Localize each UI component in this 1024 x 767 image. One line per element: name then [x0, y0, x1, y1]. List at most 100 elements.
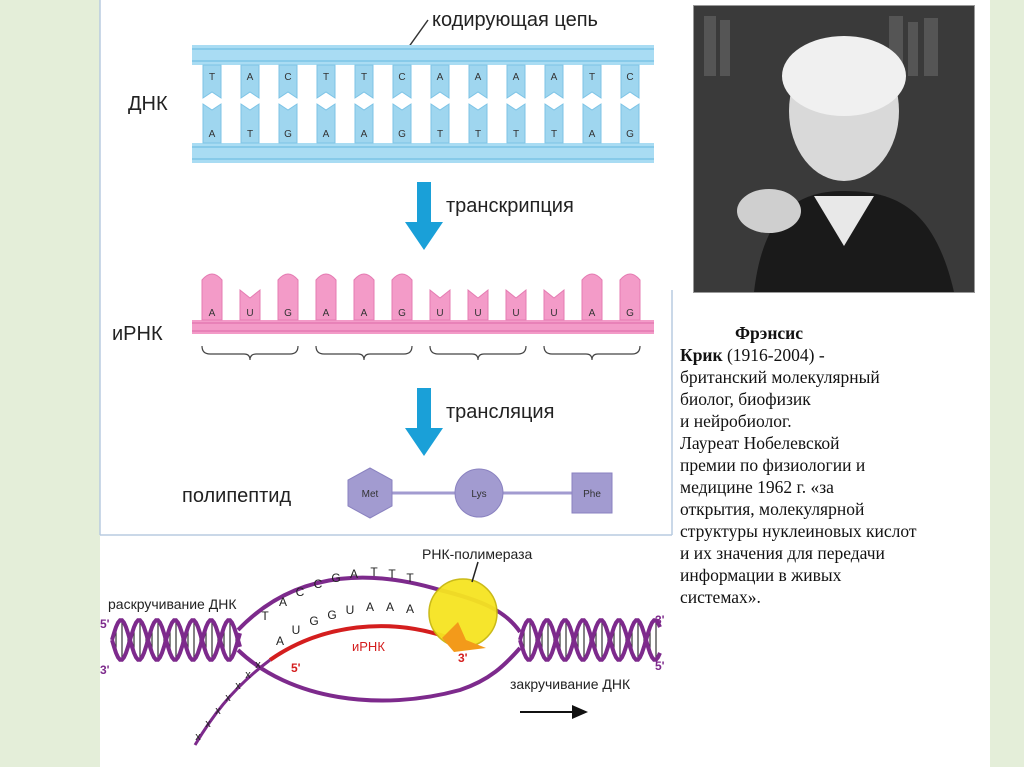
bio-line: Лауреат Нобелевской: [680, 432, 990, 454]
codon-braces: [202, 346, 640, 360]
coding-strand-bottom: [238, 648, 520, 701]
bio-surname: Крик: [680, 345, 723, 365]
template-letter: T: [406, 571, 414, 585]
dna-top-base-letter: T: [323, 72, 329, 83]
bio-text: Фрэнсис Крик (1916-2004) - британский мо…: [680, 322, 990, 608]
single-strand-tail: [195, 660, 270, 745]
mrna-strand: [192, 320, 654, 334]
dna-top-base-letter: T: [361, 72, 367, 83]
tail-base-mark: x: [215, 705, 221, 717]
tail-base-mark: x: [255, 659, 261, 671]
bio-surname-line: Крик (1916-2004) -: [680, 344, 990, 366]
amino-acid-lys-label: Lys: [471, 489, 486, 500]
mrna-base-letter: U: [246, 308, 253, 319]
dna-bottom-base-letter: A: [209, 129, 216, 140]
bio-line: и нейробиолог.: [680, 410, 990, 432]
dna-top-base-letter: T: [209, 72, 215, 83]
mrna-base-letter: G: [626, 308, 634, 319]
dna-bottom-base-letter: A: [361, 129, 368, 140]
right-3prime: 3': [655, 613, 665, 627]
mrna-label: иРНК: [112, 323, 163, 345]
codon-brace: [430, 346, 526, 360]
rna-letter: A: [276, 634, 284, 648]
polymerase-label: РНК-полимераза: [422, 546, 533, 562]
dna-top-base-letter: C: [626, 72, 633, 83]
tail-base-mark: x: [245, 669, 251, 681]
dna-bottom-base-letter: A: [323, 129, 330, 140]
template-letter: C: [314, 577, 323, 591]
mrna-base-letter: G: [284, 308, 292, 319]
direction-arrow-head: [572, 705, 588, 719]
rna-letter: A: [386, 600, 394, 614]
dna-bottom-base-letter: T: [247, 129, 253, 140]
mrna-base-letter: A: [323, 308, 330, 319]
bio-line: и их значения для передачи: [680, 542, 990, 564]
dna-bottom-base-letter: G: [284, 129, 292, 140]
rna-letter: U: [292, 623, 301, 637]
mrna-base-letter: U: [474, 308, 481, 319]
bio-line: структуры нуклеиновых кислот: [680, 520, 990, 542]
dna-top-base-letter: A: [513, 72, 520, 83]
bio-years: (1916-2004) -: [723, 345, 825, 365]
dna-top-base-letter: C: [398, 72, 405, 83]
rna-letter: U: [346, 603, 355, 617]
dna-top-base-letter: A: [247, 72, 254, 83]
mrna-base-letter: G: [398, 308, 406, 319]
dna-bottom-base-letter: T: [475, 129, 481, 140]
bio-line: информации в живых: [680, 564, 990, 586]
rna-letter: A: [406, 602, 414, 616]
dna-top-base-letter: A: [551, 72, 558, 83]
mrna-base-letter: A: [361, 308, 368, 319]
tail-base-mark: x: [205, 718, 211, 730]
left-dna-helix: [112, 620, 240, 659]
dna-bottom-strand: [192, 143, 654, 163]
dna-label: ДНК: [128, 93, 168, 115]
polymerase-pointer: [472, 562, 478, 582]
template-letter: C: [296, 585, 305, 599]
template-letter: T: [388, 567, 396, 581]
polypeptide-label: полипептид: [182, 485, 291, 507]
left-5prime: 5': [100, 617, 110, 631]
mrna-base-letter: A: [589, 308, 596, 319]
bio-line: системах».: [680, 586, 990, 608]
rna-letter: G: [309, 614, 318, 628]
dna-bottom-base-letter: T: [513, 129, 519, 140]
bio-line: медицине 1962 г. «за: [680, 476, 990, 498]
mrna-base-letter: A: [209, 308, 216, 319]
template-letter: T: [261, 609, 269, 623]
dna-top-base-letter: C: [284, 72, 291, 83]
rewinding-label: закручивание ДНК: [510, 676, 631, 692]
template-letter: A: [350, 567, 358, 581]
unwinding-label: раскручивание ДНК: [108, 596, 237, 612]
left-3prime: 3': [100, 663, 110, 677]
dna-bottom-base-letter: G: [626, 129, 634, 140]
portrait-photo: [693, 5, 975, 293]
transcription-bubble-diagram: xxxxxxx TACCGATTT AUGGUAAA РНК-полимераз…: [100, 546, 665, 745]
transcription-arrow: [405, 182, 443, 250]
dna-bottom-base-letter: G: [398, 129, 406, 140]
template-letter: A: [279, 595, 287, 609]
mrna-5prime: 5': [291, 661, 301, 675]
mrna-base-letter: U: [512, 308, 519, 319]
coding-strand-pointer: [408, 20, 428, 48]
dna-top-base-letter: A: [437, 72, 444, 83]
dna-base-pairs: TAATCGTATACGATATATATTACG: [203, 65, 639, 143]
dna-top-strand: [192, 45, 654, 65]
mrna-base-letter: U: [436, 308, 443, 319]
mrna-base-letter: U: [550, 308, 557, 319]
amino-acid-phe-label: Phe: [583, 489, 601, 500]
bio-first-name: Фрэнсис: [680, 322, 990, 344]
tail-base-mark: x: [225, 692, 231, 704]
dna-bottom-base-letter: T: [437, 129, 443, 140]
bio-line: британский молекулярный: [680, 366, 990, 388]
amino-acid-met-label: Met: [362, 489, 379, 500]
translation-arrow: [405, 388, 443, 456]
rna-letter: G: [327, 608, 336, 622]
template-letter: T: [370, 565, 378, 579]
right-dna-helix: [520, 620, 660, 659]
rna-letter: A: [366, 600, 374, 614]
bio-line: биолог, биофизик: [680, 388, 990, 410]
tail-base-mark: x: [195, 731, 201, 743]
bio-line: открытия, молекулярной: [680, 498, 990, 520]
